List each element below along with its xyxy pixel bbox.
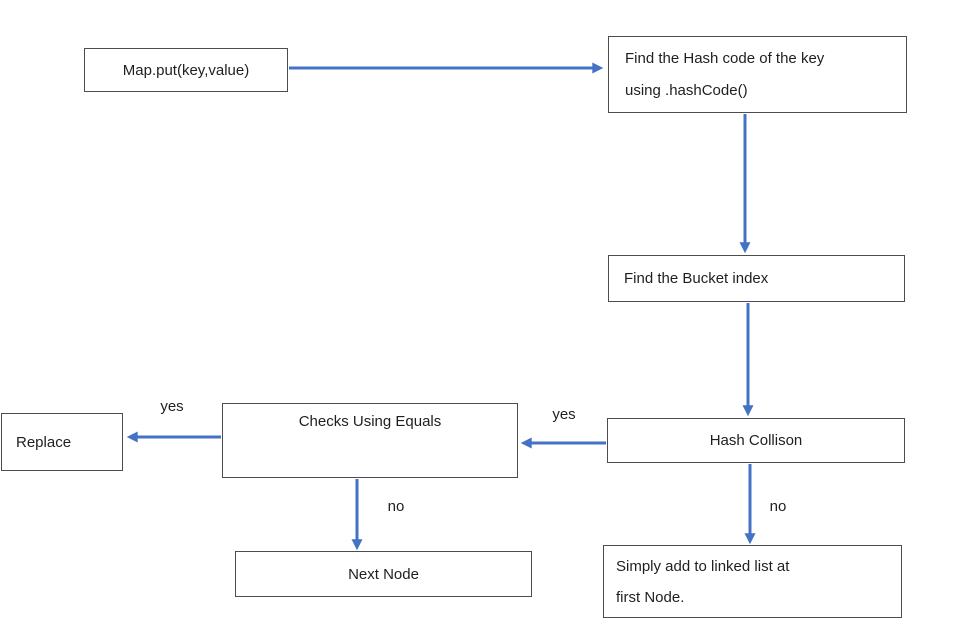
edge-label-collision-yes: yes [552,406,576,423]
node-simply-add-linked-list: Simply add to linked list at first Node. [603,545,902,618]
node-hash-collision: Hash Collison [607,418,905,463]
node-replace: Replace [1,413,123,471]
edge-label-equals-no: no [387,498,405,515]
node-map-put: Map.put(key,value) [84,48,288,92]
node-find-hash-code: Find the Hash code of the key using .has… [608,36,907,113]
node-checks-using-equals: Checks Using Equals [222,403,518,478]
edge-label-equals-yes: yes [160,398,184,415]
node-next-node: Next Node [235,551,532,597]
node-find-bucket-index: Find the Bucket index [608,255,905,302]
edge-label-collision-no: no [769,498,787,515]
